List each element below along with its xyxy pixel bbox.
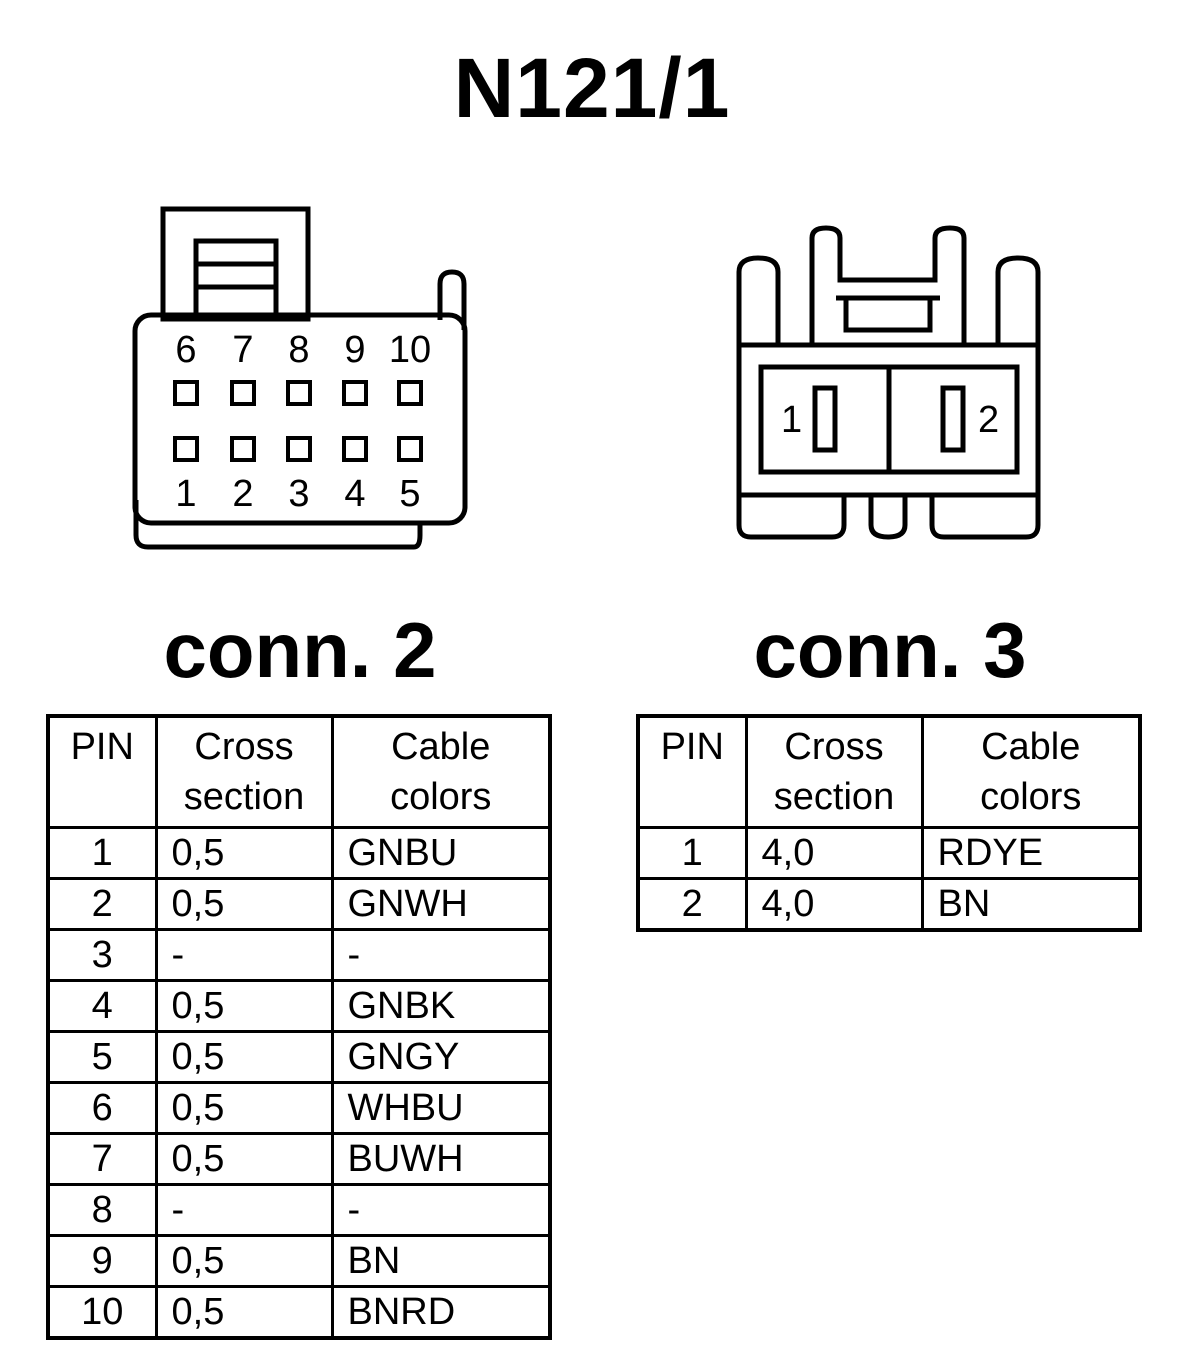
pin-slot bbox=[812, 385, 838, 453]
cable-color-cell: GNBK bbox=[330, 979, 552, 1033]
pin-cell: 9 bbox=[46, 1234, 158, 1288]
table-header-row: PIN Cross section Cable colors bbox=[636, 714, 1142, 829]
cable-color-cell: WHBU bbox=[330, 1081, 552, 1135]
pin-cavity bbox=[397, 436, 423, 462]
pin-cavity bbox=[342, 380, 368, 406]
pin-label: 2 bbox=[978, 399, 999, 441]
connector-3-drawing: 1 2 bbox=[736, 225, 1041, 540]
pin-cell: 5 bbox=[46, 1030, 158, 1084]
header-line: Cross bbox=[194, 726, 294, 768]
connector-2-drawing: 6 7 8 9 10 1 2 3 4 5 bbox=[132, 206, 468, 550]
pin-cavity bbox=[397, 380, 423, 406]
pin-cavity bbox=[173, 380, 199, 406]
pin-cavity bbox=[342, 436, 368, 462]
pin-label: 1 bbox=[175, 473, 196, 515]
pin-label: 9 bbox=[344, 329, 365, 371]
pin-cell: 10 bbox=[46, 1285, 158, 1340]
pin-cavity bbox=[230, 380, 256, 406]
cable-color-cell: RDYE bbox=[920, 826, 1142, 880]
cable-colors-header: Cable colors bbox=[920, 714, 1142, 829]
cable-color-cell: BUWH bbox=[330, 1132, 552, 1186]
pin-label: 3 bbox=[288, 473, 309, 515]
header-line: colors bbox=[980, 776, 1082, 818]
cross-section-cell: 0,5 bbox=[154, 979, 334, 1033]
pin-cell: 4 bbox=[46, 979, 158, 1033]
pin-cavity bbox=[173, 436, 199, 462]
pin-label: 2 bbox=[232, 473, 253, 515]
header-line: colors bbox=[390, 776, 492, 818]
page-title: N121/1 bbox=[453, 41, 731, 135]
pin-cell: 2 bbox=[636, 877, 748, 932]
cross-section-cell: 0,5 bbox=[154, 1234, 334, 1288]
pin-label: 6 bbox=[175, 329, 196, 371]
pin-cell: 2 bbox=[46, 877, 158, 931]
table-row: 8-- bbox=[46, 1183, 552, 1237]
table-row: 3-- bbox=[46, 928, 552, 982]
connector-2-label: conn. 2 bbox=[163, 606, 437, 694]
connector-3-label: conn. 3 bbox=[753, 606, 1027, 694]
cable-color-cell: GNGY bbox=[330, 1030, 552, 1084]
cable-color-cell: BN bbox=[920, 877, 1142, 932]
header-line: Cable bbox=[981, 726, 1081, 768]
header-line: section bbox=[773, 776, 895, 818]
cross-section-cell: 0,5 bbox=[154, 1081, 334, 1135]
cable-color-cell: - bbox=[330, 928, 552, 982]
cable-color-cell: BN bbox=[330, 1234, 552, 1288]
pin-cell: 8 bbox=[46, 1183, 158, 1237]
pin-label: 1 bbox=[781, 399, 802, 441]
pin-label: 8 bbox=[288, 329, 309, 371]
header-line: Cable bbox=[391, 726, 491, 768]
pin-header: PIN bbox=[46, 714, 158, 829]
pin-cavity bbox=[286, 380, 312, 406]
pin-header: PIN bbox=[636, 714, 748, 829]
cross-section-cell: 0,5 bbox=[154, 826, 334, 880]
header-line: Cross bbox=[784, 726, 884, 768]
pin-cavity bbox=[286, 436, 312, 462]
cross-section-cell: 0,5 bbox=[154, 1285, 334, 1340]
pin-label: 10 bbox=[389, 329, 431, 371]
header-line: section bbox=[183, 776, 305, 818]
pin-slot bbox=[940, 385, 966, 453]
cable-color-cell: GNBU bbox=[330, 826, 552, 880]
cross-section-cell: - bbox=[154, 928, 334, 982]
pin-label: 7 bbox=[232, 329, 253, 371]
cable-color-cell: GNWH bbox=[330, 877, 552, 931]
cross-section-header: Cross section bbox=[154, 714, 334, 829]
pin-cell: 1 bbox=[636, 826, 748, 880]
cable-colors-header: Cable colors bbox=[330, 714, 552, 829]
table-header-row: PIN Cross section Cable colors bbox=[46, 714, 552, 829]
pin-cell: 3 bbox=[46, 928, 158, 982]
cross-section-cell: 0,5 bbox=[154, 1132, 334, 1186]
cross-section-cell: 4,0 bbox=[744, 877, 924, 932]
cross-section-cell: 0,5 bbox=[154, 877, 334, 931]
pin-label: 4 bbox=[344, 473, 365, 515]
cross-section-cell: 4,0 bbox=[744, 826, 924, 880]
pin-cell: 1 bbox=[46, 826, 158, 880]
cross-section-cell: - bbox=[154, 1183, 334, 1237]
cable-color-cell: BNRD bbox=[330, 1285, 552, 1340]
pin-label: 5 bbox=[399, 473, 420, 515]
pin-cavity bbox=[230, 436, 256, 462]
cable-color-cell: - bbox=[330, 1183, 552, 1237]
cross-section-header: Cross section bbox=[744, 714, 924, 829]
cross-section-cell: 0,5 bbox=[154, 1030, 334, 1084]
pin-cell: 6 bbox=[46, 1081, 158, 1135]
pin-cell: 7 bbox=[46, 1132, 158, 1186]
